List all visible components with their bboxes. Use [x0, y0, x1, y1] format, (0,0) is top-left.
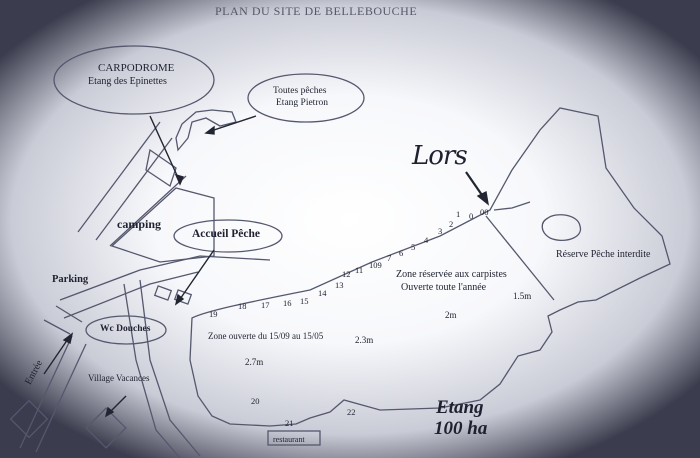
spot-number: 22: [347, 407, 356, 417]
village-building: [85, 407, 127, 449]
reserve-boundary: [485, 215, 555, 301]
spot-number: 3: [438, 226, 443, 236]
label-toutes-peches: Toutes pêches: [273, 86, 327, 96]
reserve-island: [541, 214, 582, 241]
label-zone-reservee: Zone réservée aux carpistes: [396, 269, 507, 280]
zone-boundary: [493, 201, 531, 211]
carpodrome-arrow-head: [174, 173, 184, 186]
label-restaurant: restaurant: [273, 435, 305, 444]
road: [139, 279, 201, 457]
spot-number: 17: [261, 300, 270, 310]
village-arrow-head: [104, 406, 115, 418]
village-building: [9, 399, 49, 439]
road: [59, 255, 271, 301]
label-wc-douches: Wc Douches: [100, 324, 151, 334]
road: [123, 283, 181, 458]
spot-number: 00: [480, 207, 489, 217]
label-surface: 100 ha: [434, 418, 488, 439]
label-lors: Lors: [412, 141, 468, 171]
spot-number: 18: [238, 301, 247, 311]
spot-number: 13: [335, 280, 344, 290]
spot-number: 20: [251, 396, 260, 406]
road: [35, 343, 87, 453]
depth-4: 2.7m: [245, 357, 264, 367]
pietron-arrow: [207, 115, 257, 133]
road: [63, 271, 199, 319]
carpodrome-arrow: [149, 115, 181, 183]
depth-1: 1.5m: [513, 291, 532, 301]
pietron-arrow-head: [204, 125, 215, 135]
accueil-arrow: [177, 249, 215, 303]
wc-callout: [85, 315, 167, 345]
road: [77, 121, 161, 233]
label-etang: Etang: [436, 397, 484, 418]
label-parking: Parking: [52, 274, 89, 285]
entree-arrow: [43, 335, 71, 375]
etang-pietron-shore: [175, 109, 237, 152]
spot-number: 5: [411, 242, 416, 252]
spot-number: 7: [387, 253, 392, 263]
spot-number: 14: [318, 288, 327, 298]
accueil-callout: [173, 219, 283, 253]
label-carpodrome: CARPODROME: [98, 62, 175, 74]
spot-number: 6: [399, 248, 404, 258]
road: [55, 305, 83, 323]
spot-number: 15: [300, 296, 309, 306]
spot-number: 2: [449, 219, 454, 229]
spot-number: 109: [369, 260, 382, 270]
spot-number: 0: [469, 211, 474, 221]
spot-number: 16: [283, 298, 292, 308]
label-zone-ouverte: Zone ouverte du 15/09 au 15/05: [208, 331, 324, 341]
road: [95, 137, 173, 241]
spot-number: 12: [342, 269, 351, 279]
accueil-arrow-head: [174, 293, 185, 306]
entree-arrow-head: [62, 332, 74, 345]
label-ouverte-annee: Ouverte toute l'année: [401, 282, 487, 293]
pietron-callout: [247, 73, 365, 123]
label-camping: camping: [117, 217, 162, 231]
spot-number: 11: [355, 265, 364, 275]
depth-2: 2m: [445, 310, 457, 320]
depth-3: 2.3m: [355, 335, 374, 345]
label-etang-epinettes: Etang des Epinettes: [88, 76, 167, 87]
carpodrome-callout: [53, 45, 215, 115]
spot-number: 19: [209, 309, 218, 319]
spot-number: 21: [285, 418, 294, 428]
carpodrome-pond-shore: [145, 148, 177, 188]
spot-number: 1: [456, 209, 461, 219]
lake-shoreline: [189, 107, 671, 427]
road: [43, 319, 71, 335]
restaurant-box: [267, 430, 321, 446]
label-accueil-peche: Accueil Pêche: [192, 228, 261, 240]
lors-arrow-head: [476, 190, 489, 206]
label-village-vacances: Village Vacances: [88, 373, 150, 383]
road: [109, 175, 187, 247]
label-reserve: Réserve Pêche interdite: [556, 249, 651, 260]
camping-block: [110, 187, 215, 263]
road: [19, 335, 73, 449]
map-title: PLAN DU SITE DE BELLEBOUCHE: [215, 4, 418, 18]
label-etang-pietron: Etang Pietron: [276, 98, 328, 108]
spot-number: 4: [424, 235, 429, 245]
lors-arrow: [465, 171, 485, 199]
building: [153, 285, 173, 301]
